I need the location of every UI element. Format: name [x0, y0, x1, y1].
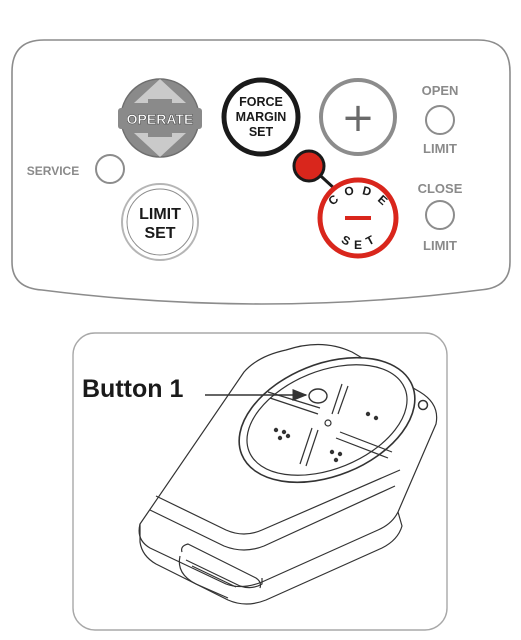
set-label: SET — [249, 125, 274, 139]
operate-label: OPERATE — [127, 111, 194, 127]
up-arrow-icon — [134, 79, 186, 103]
operate-button[interactable]: OPERATE — [118, 78, 202, 158]
close-limit-button[interactable] — [425, 200, 455, 230]
button-1-callout-label: Button 1 — [82, 375, 183, 403]
code-letter-d: D — [361, 183, 373, 199]
open-label: OPEN — [422, 83, 459, 98]
minus-icon — [345, 216, 371, 220]
plus-button[interactable]: + — [319, 78, 397, 156]
code-set-button[interactable]: C O D E S E T — [317, 177, 399, 259]
plus-icon: + — [341, 95, 375, 141]
close-limit-label: LIMIT — [423, 238, 457, 253]
button-1-indicator — [308, 388, 328, 404]
open-limit-button[interactable] — [425, 105, 455, 135]
limit-label: LIMIT — [139, 206, 181, 223]
remote-control-illustration — [138, 343, 438, 605]
status-led — [292, 149, 326, 183]
margin-label: MARGIN — [236, 110, 287, 124]
set-label: SET — [144, 225, 175, 242]
close-label: CLOSE — [418, 181, 463, 196]
service-label: SERVICE — [27, 164, 79, 178]
code-letter-o: O — [343, 183, 355, 199]
force-margin-set-button[interactable]: FORCE MARGIN SET — [221, 77, 301, 157]
down-arrow-icon — [134, 133, 186, 157]
limit-set-button[interactable]: LIMIT SET — [121, 183, 199, 261]
force-label: FORCE — [239, 95, 283, 109]
service-indicator — [95, 154, 125, 184]
open-limit-label: LIMIT — [423, 141, 457, 156]
set-letter-e: E — [354, 238, 362, 252]
